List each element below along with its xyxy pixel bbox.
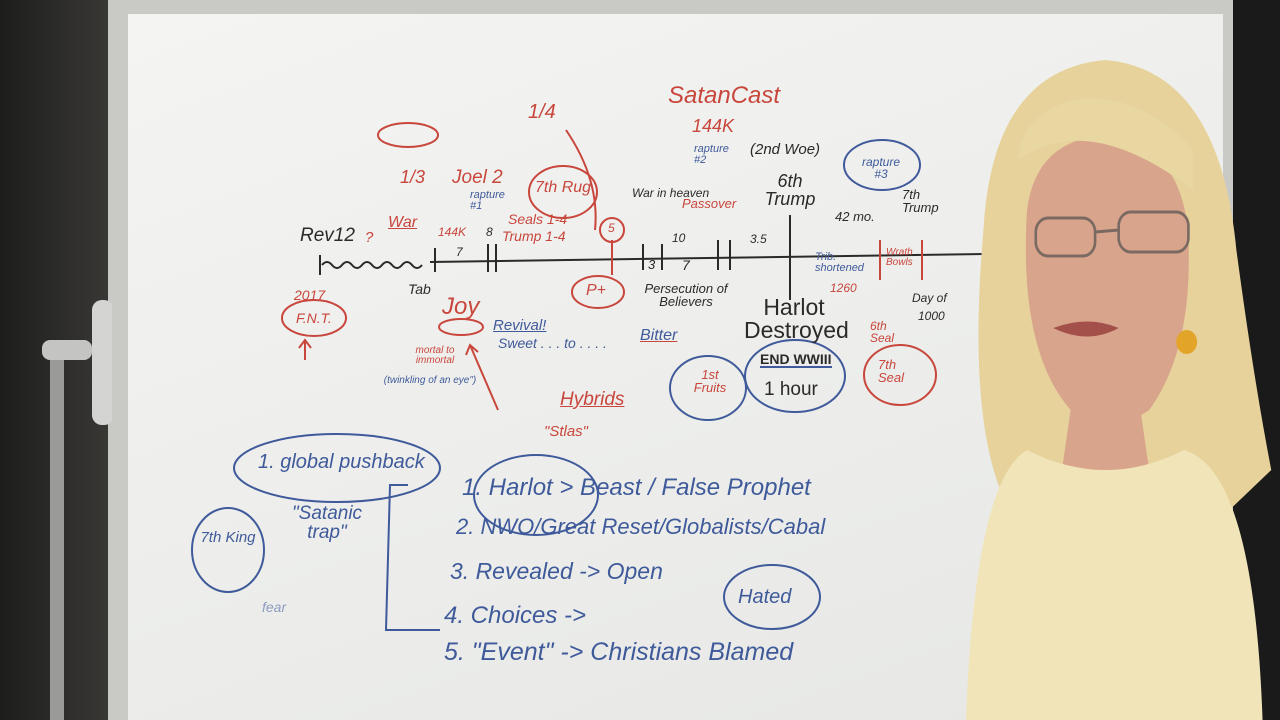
label-first-fruits: 1st Fruits <box>693 367 727 395</box>
label-seven-2: 7 <box>682 257 690 273</box>
list-item-1: 1. Harlot > Beast / False Prophet <box>462 474 811 501</box>
label-end-ww3: END WWIII <box>760 351 832 368</box>
label-bitter: Bitter <box>640 327 678 344</box>
label-seventh-seal: 7th Seal <box>878 357 905 385</box>
list-item-3: 3. Revealed -> Open <box>450 558 663 584</box>
label-rapture-2: rapture #2 <box>694 143 729 166</box>
label-harlot-destroyed: Harlot Destroyed <box>744 294 849 343</box>
list-item-2: 2. NWO/Great Reset/Globalists/Cabal <box>456 514 826 539</box>
label-revival: Revival! <box>493 317 547 334</box>
label-144k: 144K <box>438 225 467 239</box>
label-trump-1-4: Trump 1-4 <box>502 228 566 244</box>
label-rev12: Rev12 <box>300 225 355 246</box>
label-one-quarter: 1/4 <box>528 101 556 123</box>
label-trib-shortened: Trib. shortened <box>815 251 864 274</box>
label-question: ? <box>365 229 374 246</box>
label-eight: 8 <box>486 225 493 239</box>
label-five: 5 <box>608 221 615 235</box>
label-seventh-trump: 7th Trump <box>902 187 939 215</box>
label-pt: P+ <box>586 282 607 299</box>
label-persecution: Persecution of Believers <box>644 281 728 309</box>
label-joel-2: Joel 2 <box>452 167 503 188</box>
earring <box>1176 330 1198 354</box>
label-sixth-trump: 6th Trump <box>764 171 816 209</box>
label-seventh-king: 7th King <box>200 529 256 546</box>
label-2017: 2017 <box>294 287 326 303</box>
label-rapture-1: rapture #1 <box>470 189 505 212</box>
list-item-4: 4. Choices -> <box>444 602 587 629</box>
label-144k-top: 144K <box>692 116 735 136</box>
label-joy: Joy <box>442 293 480 320</box>
label-stlas: "Stlas" <box>544 423 588 440</box>
label-1000: 1000 <box>918 309 945 323</box>
label-seals: Seals 1-4 <box>508 211 568 227</box>
label-sweet-to: Sweet . . . to . . . . <box>498 335 607 351</box>
label-satan-cast: SatanCast <box>668 82 781 109</box>
whiteboard-stand <box>42 300 112 720</box>
label-war: War <box>388 214 418 231</box>
label-second-woe: (2nd Woe) <box>750 141 821 158</box>
label-mortal-immortal: mortal to immortal <box>415 345 455 366</box>
label-seven: 7 <box>456 245 463 259</box>
list-item-5: 5. "Event" -> Christians Blamed <box>444 638 794 666</box>
presenter-top <box>966 450 1263 720</box>
label-war-in-heaven: War in heaven <box>632 186 710 200</box>
label-tab: Tab <box>408 281 431 297</box>
label-rapture-3: rapture #3 <box>861 155 901 181</box>
label-hated: Hated <box>738 586 792 608</box>
glasses-icon <box>1034 210 1190 258</box>
label-one-hour: 1 hour <box>764 379 818 400</box>
label-twinkling: (twinkling of an eye") <box>383 375 477 386</box>
label-fnt: F.N.T. <box>296 310 332 326</box>
presenter-face <box>1025 135 1189 425</box>
label-global-pushback: 1. global pushback <box>258 451 425 473</box>
label-ten: 10 <box>672 231 686 245</box>
presenter <box>966 60 1272 720</box>
label-hybrids: Hybrids <box>560 389 625 410</box>
label-seventh-rug: 7th Rug <box>535 179 592 196</box>
label-wrath-bowls: Wrath Bowls <box>886 247 913 268</box>
label-passover: Passover <box>682 196 737 211</box>
label-sixth-seal: 6th Seal <box>870 319 895 345</box>
label-three-five: 3.5 <box>750 232 767 246</box>
label-day-of: Day of <box>912 291 947 305</box>
label-three: 3 <box>648 257 656 272</box>
label-one-third: 1/3 <box>400 167 426 187</box>
label-fear: fear <box>262 599 287 615</box>
label-42-months: 42 mo. <box>835 209 875 224</box>
label-1260: 1260 <box>830 281 857 295</box>
label-satanic-trap: "Satanic trap" <box>291 503 363 543</box>
